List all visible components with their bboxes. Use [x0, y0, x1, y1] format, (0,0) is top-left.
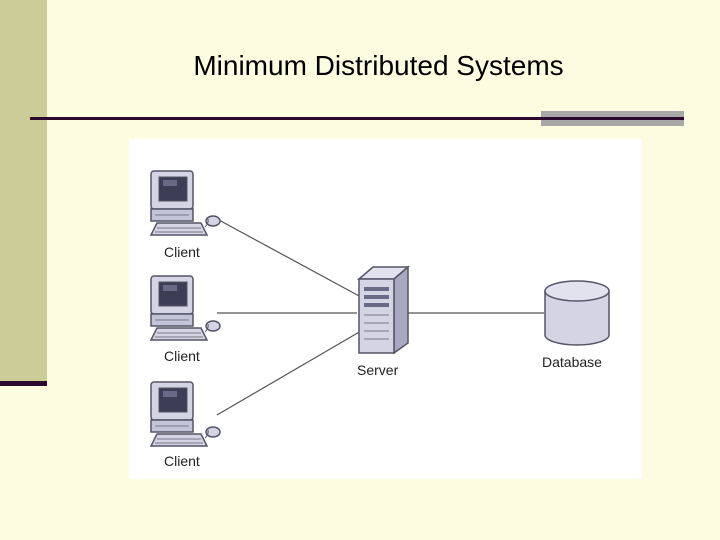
client-computer-icon	[150, 275, 221, 341]
server-icon	[356, 265, 411, 355]
client-computer-icon	[150, 170, 221, 236]
architecture-diagram: Client Client Client Server Data	[150, 170, 610, 469]
client-label: Client	[164, 453, 200, 469]
connection-line	[216, 218, 362, 298]
left-decor-band-foot	[0, 381, 47, 386]
diagram-panel: Client Client Client Server Data	[129, 139, 642, 479]
client-computer-icon	[150, 381, 221, 447]
slide-title: Minimum Distributed Systems	[193, 50, 564, 81]
title-rule-accent-line	[541, 117, 684, 120]
title-rule	[30, 117, 542, 120]
connection-line	[216, 330, 362, 416]
client-label: Client	[164, 244, 200, 260]
database-label: Database	[542, 354, 602, 370]
server-label: Server	[357, 362, 399, 378]
left-decor-band	[0, 0, 47, 383]
client-label: Client	[164, 348, 200, 364]
database-icon	[544, 280, 610, 346]
